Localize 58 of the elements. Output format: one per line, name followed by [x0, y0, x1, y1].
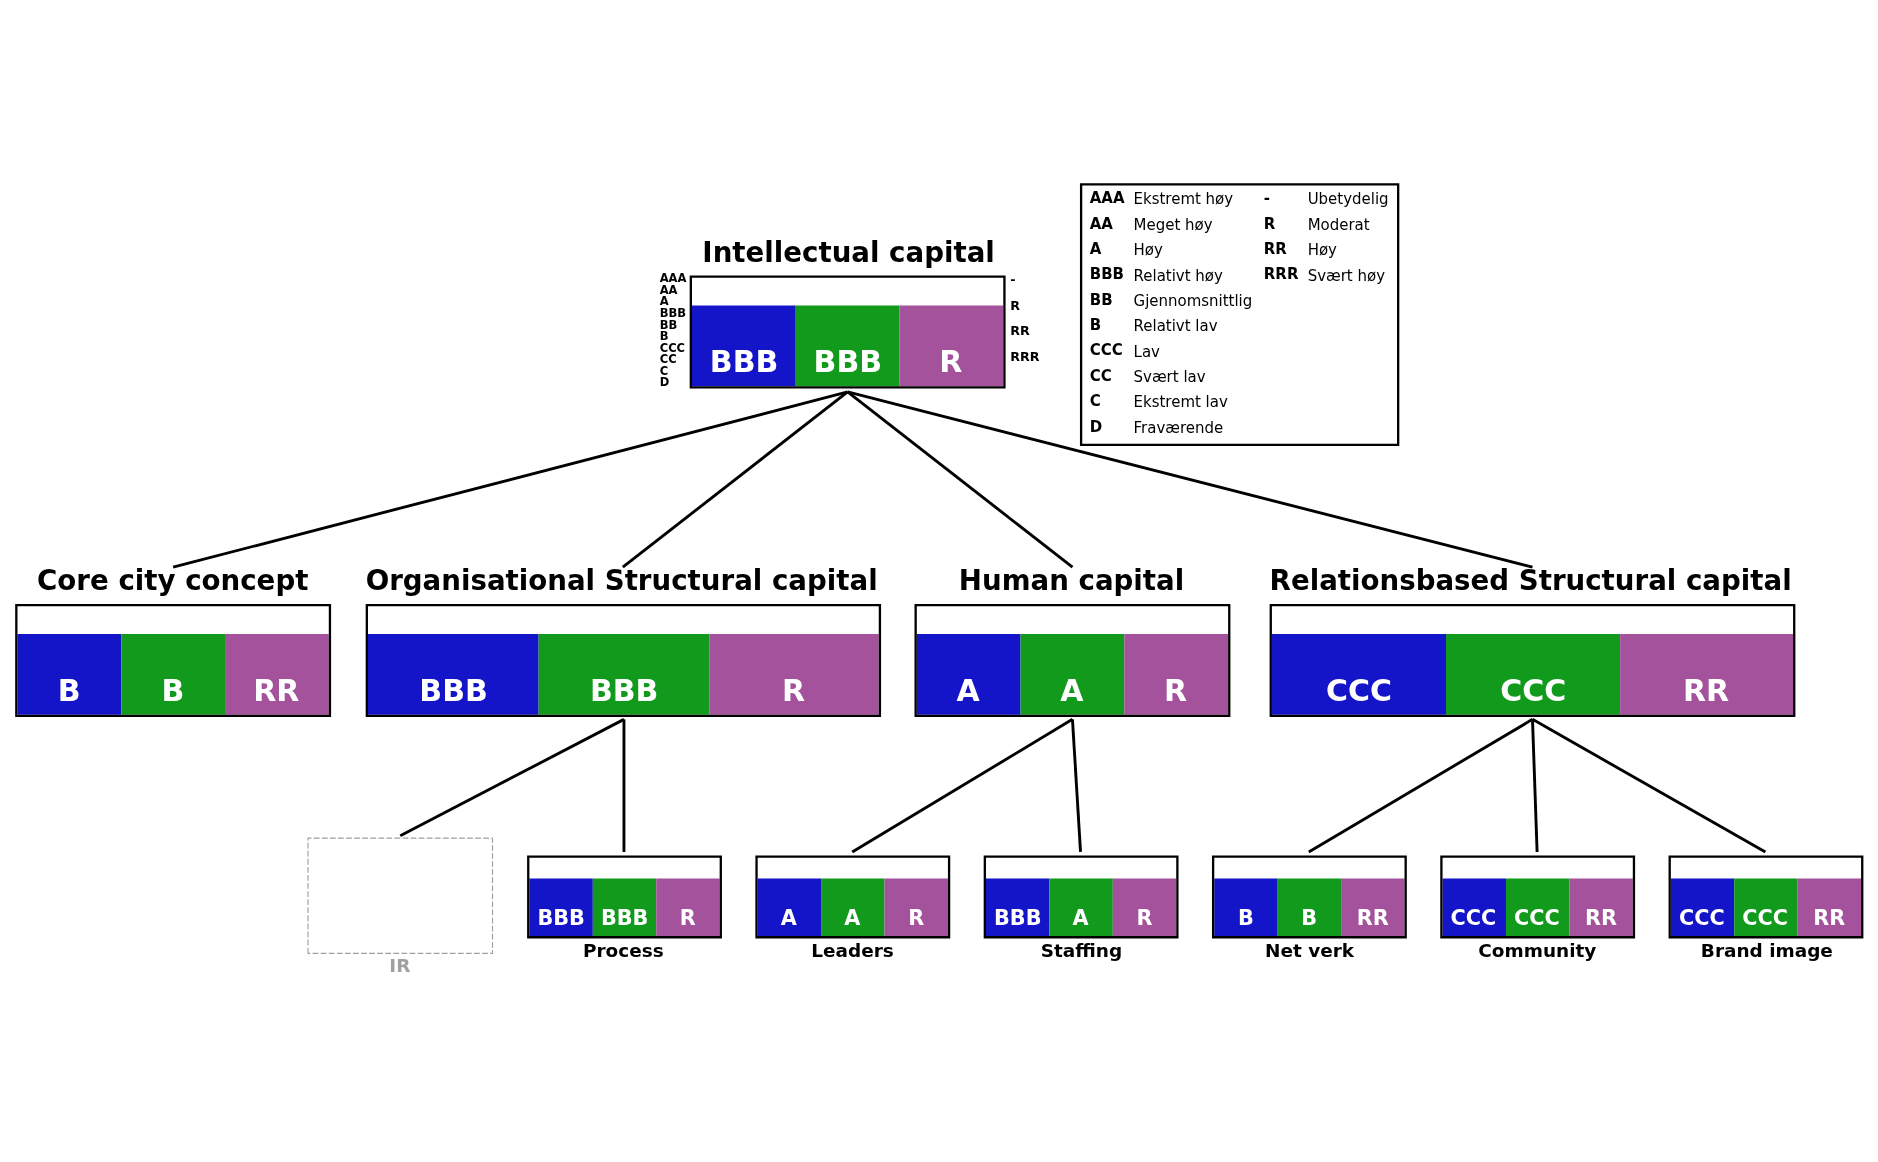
label: Ekstremt høy [1133, 190, 1234, 209]
node-label: - [1010, 272, 1016, 288]
node-label: Leaders [811, 939, 894, 961]
label: Svært høy [1307, 266, 1386, 285]
label: Relativt høy [1133, 266, 1223, 285]
label: R [1263, 214, 1276, 233]
label: Høy [1307, 241, 1337, 260]
connector [1071, 719, 1082, 853]
connector [1308, 718, 1534, 854]
connector [847, 390, 1533, 569]
connector [1531, 719, 1539, 852]
label: RR [1263, 240, 1287, 259]
connector [851, 718, 1074, 854]
node-label: Staffing [1040, 939, 1123, 961]
node-label: D [659, 375, 670, 390]
label: A [1089, 240, 1102, 259]
connector [622, 719, 626, 852]
node-label: Net verk [1265, 939, 1355, 961]
label: Gjennomsnittlig [1133, 291, 1253, 310]
label: AAA [1089, 189, 1125, 208]
label: BB [1089, 290, 1113, 309]
label: C [1089, 392, 1101, 411]
label: BBB [1089, 265, 1124, 284]
label: - [1263, 189, 1271, 208]
label: Fraværende [1133, 418, 1224, 437]
node-label: Process [583, 939, 664, 961]
label: Moderat [1307, 215, 1370, 234]
label: Ubetydelig [1307, 190, 1389, 209]
label: RRR [1263, 265, 1299, 284]
node-label: Core city concept [37, 564, 309, 598]
label: Relativt lav [1133, 317, 1218, 336]
connector [621, 390, 849, 569]
connector [1531, 718, 1767, 854]
node-label: Human capital [958, 564, 1185, 598]
connector [172, 390, 848, 569]
label: Meget høy [1133, 215, 1213, 234]
connector [846, 390, 1074, 569]
node-label: Community [1478, 939, 1597, 961]
label: Høy [1133, 241, 1163, 260]
label: B [1089, 316, 1102, 335]
node-label: Relationsbased Structural capital [1269, 564, 1792, 598]
label: Lav [1133, 342, 1160, 361]
node-label: RR [1010, 323, 1030, 339]
node-label: BB [659, 317, 678, 332]
label: CC [1089, 366, 1112, 385]
node-label: Intellectual capital [702, 235, 995, 269]
label: CCC [1089, 341, 1123, 360]
connector [399, 718, 625, 838]
node-box [307, 837, 494, 954]
node-label: R [1010, 297, 1020, 313]
label: D [1089, 417, 1103, 436]
node-label: Organisational Structural capital [365, 564, 878, 598]
node-label: Brand image [1700, 939, 1833, 961]
label: AA [1089, 214, 1113, 233]
node-label: RRR [1010, 348, 1040, 364]
label: Svært lav [1133, 368, 1206, 386]
node-label: IR [389, 954, 411, 976]
label: Ekstremt lav [1133, 393, 1228, 412]
